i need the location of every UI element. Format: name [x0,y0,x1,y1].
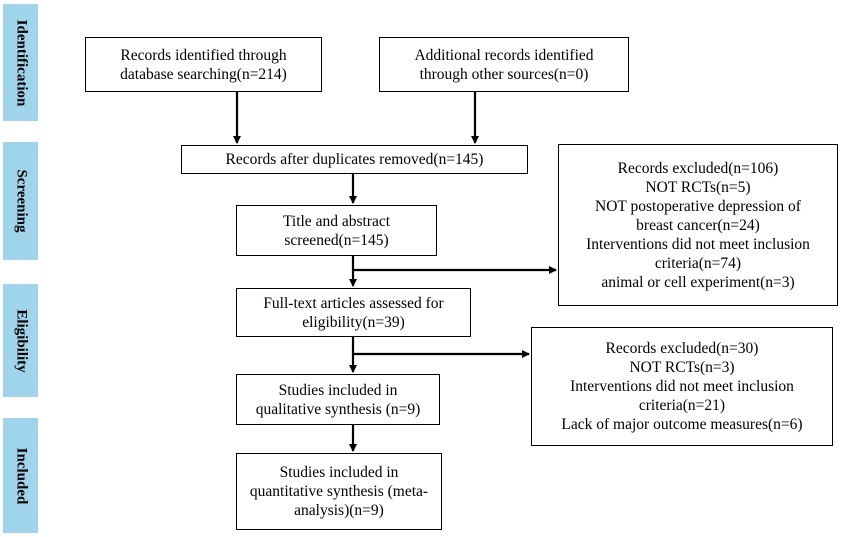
box-line: Interventions did not meet inclusion [570,378,794,395]
box-line: animal or cell experiment(n=3) [601,273,795,291]
box-line: Records identified through [120,46,287,64]
box-line: qualitative synthesis (n=9) [255,400,421,418]
stage-screening: Screening [3,142,38,260]
box-line: quantitative synthesis (meta- [249,483,429,500]
box-line: Studies included in [279,464,399,481]
box-line: NOT RCTs(n=5) [645,178,751,196]
box-line: Records after duplicates removed(n=145) [225,151,484,168]
box-line: database searching(n=214) [120,65,287,83]
box-records-excluded-screening: Records excluded(n=106) NOT RCTs(n=5) NO… [558,144,838,306]
stage-included: Included [3,418,38,533]
box-quantitative-synthesis: Studies included in quantitative synthes… [236,453,442,530]
box-fulltext-assessed: Full-text articles assessed for eligibil… [236,288,471,337]
box-line: Full-text articles assessed for [263,294,444,312]
box-line: Title and abstract [282,212,391,230]
box-line: screened(n=145) [284,231,389,249]
box-line: Records excluded(n=106) [617,159,779,177]
box-line: Studies included in [278,381,398,399]
box-line: through other sources(n=0) [419,65,589,83]
box-line: Lack of major outcome measures(n=6) [561,416,803,433]
stage-eligibility: Eligibility [3,284,38,397]
box-line: Records excluded(n=30) [605,340,759,357]
box-line: breast cancer(n=24) [636,216,760,234]
box-title-abstract-screened: Title and abstract screened(n=145) [236,205,437,256]
box-line: analysis)(n=9) [294,502,384,519]
box-qualitative-synthesis: Studies included in qualitative synthesi… [236,374,440,425]
box-line: Interventions did not meet inclusion [586,235,810,253]
box-line: criteria(n=21) [638,397,726,414]
box-after-duplicates: Records after duplicates removed(n=145) [181,145,528,174]
box-line: Additional records identified [414,46,594,64]
box-database-records: Records identified through database sear… [85,37,322,92]
box-line: eligibility(n=39) [302,313,405,331]
box-line: criteria(n=74) [654,254,742,272]
box-line: NOT RCTs(n=3) [629,359,735,376]
box-other-sources: Additional records identified through ot… [379,37,629,92]
box-line: NOT postoperative depression of [595,197,801,215]
box-records-excluded-eligibility: Records excluded(n=30) NOT RCTs(n=3) Int… [531,327,833,446]
stage-identification: Identification [3,4,38,121]
